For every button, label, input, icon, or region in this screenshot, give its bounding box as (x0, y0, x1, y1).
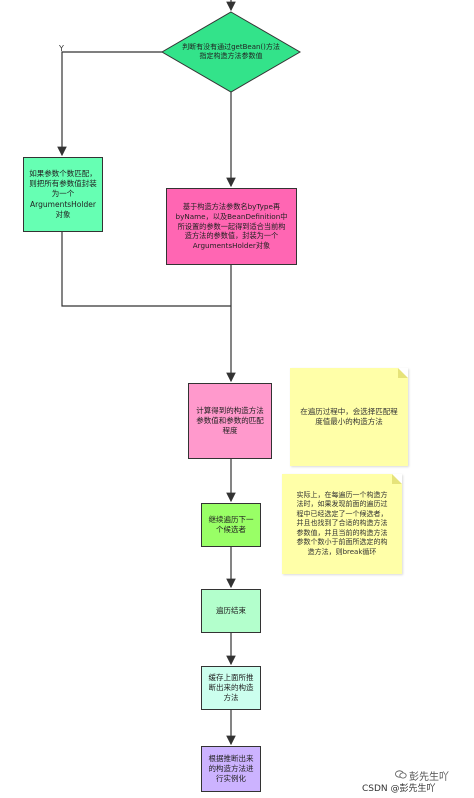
note-break-loop-text: 实际上，在每遍历一个构造方 法时，如果发现前面的遍历过 程中已经选定了一个候选者… (296, 490, 388, 556)
note-min-match: 在遍历过程中，会选择匹配程 度值最小的构造方法 (290, 368, 408, 466)
edge-label-yes: Y (59, 44, 64, 53)
left-box[interactable]: 如果参数个数匹配， 则把所有参数值封装 为一个 ArgumentsHolder … (23, 157, 103, 232)
end-box[interactable]: 遍历结束 (201, 589, 261, 633)
note-fold-icon (392, 474, 402, 484)
decision-label: 判断有没有通过getBean()方法 指定构造方法参数值 (182, 42, 280, 60)
calc-box[interactable]: 计算得到的构造方法 参数值和参数的匹配 程度 (188, 383, 272, 459)
cache-box[interactable]: 缓存上面所推 断出来的构造 方法 (201, 666, 261, 710)
edge-left-merge (61, 232, 231, 307)
watermark-overlay: 彭先生吖 (409, 772, 449, 783)
watermark-csdn: CSDN @彭先生吖 (362, 784, 436, 794)
note-fold-icon (398, 368, 408, 378)
note-break-loop: 实际上，在每遍历一个构造方 法时，如果发现前面的遍历过 程中已经选定了一个候选者… (282, 474, 402, 574)
wechat-icon (395, 770, 407, 779)
edge-decision-left (57, 51, 162, 157)
instantiate-box[interactable]: 根据推断出来 的构造方法进 行实例化 (201, 746, 261, 792)
note-min-match-text: 在遍历过程中，会选择匹配程 度值最小的构造方法 (300, 406, 398, 427)
right-box[interactable]: 基于构造方法参数名byType再 byName，以及BeanDefinition… (166, 188, 297, 265)
continue-box[interactable]: 继续遍历下一 个候选者 (201, 503, 261, 547)
